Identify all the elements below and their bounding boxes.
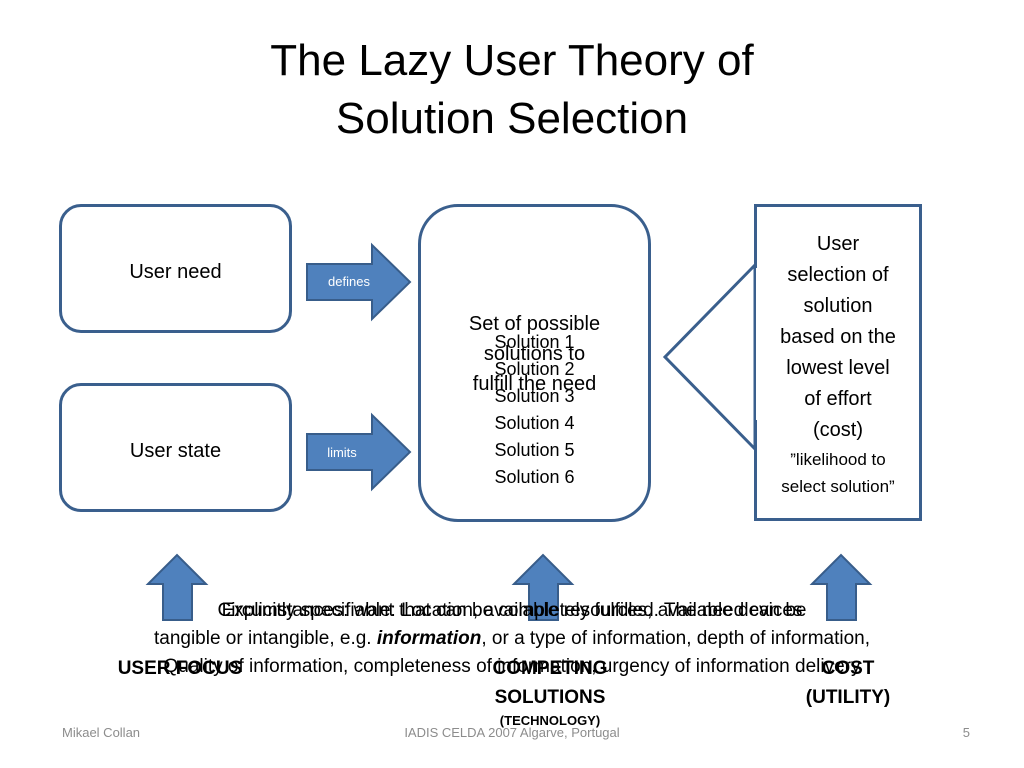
defines-arrow [306, 242, 412, 322]
selection-text: User selection of solution based on the … [754, 229, 922, 500]
arrow-join [756, 268, 760, 420]
solution-item: Solution 1 [494, 332, 575, 352]
competing-line-1: COMPETING [492, 658, 608, 679]
limits-label: limits [327, 445, 357, 460]
solution-item: Solution 3 [494, 386, 575, 406]
solutions-header-line-3: fulfill the need [472, 373, 597, 395]
overlay-text-circumstances: Circumstances: want that can be complete… [0, 597, 1024, 681]
cost-line-1: COST [821, 658, 875, 679]
user-state-label: User state [129, 440, 222, 462]
selection-quote-line-1: ”likelihood to [790, 450, 886, 469]
user-focus-label: USER FOCUS [117, 658, 243, 679]
selection-quote-line-2: select solution” [781, 477, 895, 496]
selection-box [754, 204, 922, 521]
solutions-box [418, 204, 651, 522]
competing-up-arrow [511, 553, 575, 621]
defines-label: defines [328, 274, 370, 289]
solution-item: Solution 4 [494, 413, 575, 433]
selection-line: of effort [804, 388, 872, 410]
user-focus-up-arrow [145, 553, 209, 621]
user-need-box: User need [59, 204, 292, 333]
overlay-line-3: Quality of information, completeness of … [163, 656, 861, 677]
title-line-1: The Lazy User Theory of [270, 36, 754, 85]
solution-item: Solution 6 [494, 467, 575, 487]
cost-up-arrow [809, 553, 873, 621]
selection-line: based on the [780, 326, 896, 348]
user-need-label: User need [129, 261, 222, 283]
cost-label: COST (UTILITY) [748, 655, 948, 713]
competing-label: COMPETING SOLUTIONS (TECHNOLOGY) [450, 655, 650, 729]
solutions-list: Solution 1 Solution 2 Solution 3 Solutio… [418, 329, 651, 491]
overlay-information-italic: information [376, 628, 482, 649]
overlay-line-2: tangible or intangible, e.g. information… [0, 625, 1024, 653]
selection-line: lowest level [786, 357, 890, 379]
overlay-text-explicit: Explicitly specifiable: Location, availa… [0, 597, 1024, 625]
selection-arrow-outline [662, 261, 757, 453]
solutions-header-line-2: solutions to [483, 343, 586, 365]
solution-item: Solution 5 [494, 440, 575, 460]
competing-line-3: (TECHNOLOGY) [499, 713, 601, 728]
footer-page-number: 5 [962, 725, 970, 740]
selection-line: solution [803, 295, 873, 317]
selection-line: selection of [787, 264, 889, 286]
footer-event: IADIS CELDA 2007 Algarve, Portugal [404, 725, 620, 740]
footer-author: Mikael Collan [62, 725, 141, 740]
solution-item: Solution 2 [494, 359, 575, 379]
selection-line: User [816, 233, 860, 255]
selection-line: (cost) [813, 419, 863, 441]
slide-title: The Lazy User Theory of Solution Selecti… [0, 32, 1024, 148]
overlay-line-1: Explicitly specifiable: Location, availa… [221, 600, 803, 621]
limits-arrow [306, 412, 412, 492]
cost-line-2: (UTILITY) [805, 687, 891, 708]
competing-line-2: SOLUTIONS [494, 687, 606, 708]
solutions-header: Set of possible solutions to fulfill the… [418, 309, 651, 399]
title-line-2: Solution Selection [335, 94, 689, 143]
user-state-box: User state [59, 383, 292, 512]
overlay-line-2c: , or a type of information, depth of inf… [481, 628, 871, 649]
solutions-header-line-1: Set of possible [468, 313, 601, 335]
overlay-line-2a: Circumstances: want that can be complete… [217, 600, 807, 621]
overlay-line-2b: tangible or intangible, e.g. [153, 628, 372, 649]
